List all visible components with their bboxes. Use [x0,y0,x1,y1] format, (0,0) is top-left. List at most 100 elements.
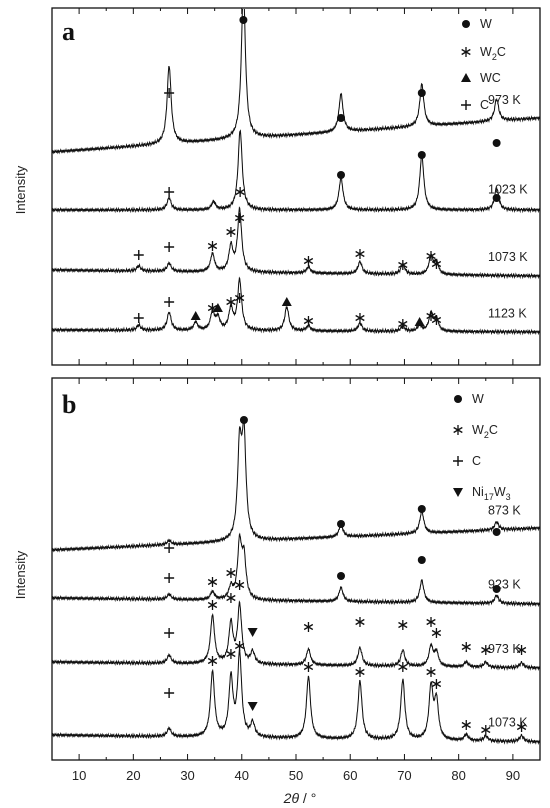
peak-star-marker [461,720,471,730]
legend-label: W2C [472,423,498,440]
peak-circle-marker [337,171,346,179]
peak-star-marker [207,241,218,251]
x-tick-label: 60 [343,768,357,783]
peak-star-marker [426,617,436,627]
x-tick-label: 20 [126,768,140,783]
peak-star-marker [303,622,314,632]
peak-star-marker [355,617,365,627]
peak-star-marker [431,259,442,269]
peak-star-marker [234,580,245,590]
peak-triangle-marker [414,317,425,326]
series-temperature-label: 1123 K [488,306,527,320]
peak-star-marker [226,593,236,603]
peak-star-marker [426,311,436,321]
legend-label: W [480,17,492,31]
peak-star-marker [481,645,491,655]
peak-star-marker [398,662,408,672]
peak-plus-marker [164,543,175,553]
peak-star-marker [398,260,408,270]
peak-plus-marker [164,688,175,698]
peak-star-marker [355,313,365,323]
peak-plus-marker [164,242,175,252]
plot-frame [51,7,541,366]
x-tick-label: 90 [506,768,520,783]
peak-star-marker [398,620,408,630]
peak-triangle-down-marker [247,702,258,711]
panel-letter: a [62,17,75,46]
series-temperature-label: 1023 K [488,183,528,197]
xrd-pattern-1023-k [52,129,540,214]
peak-circle-marker [417,505,426,513]
peak-triangle-marker [212,303,223,312]
peak-circle-marker [417,151,426,159]
peak-star-marker [207,656,218,666]
peak-star-marker [426,667,436,677]
peak-star-marker [226,568,236,578]
peak-circle-marker [492,139,501,147]
x-tick-label: 40 [235,768,249,783]
peak-star-marker [234,641,245,651]
peak-star-marker [398,319,408,329]
peak-star-marker [426,251,436,261]
peak-star-marker [461,642,471,652]
peak-plus-marker [164,628,175,638]
peak-circle-marker [337,572,346,580]
peak-triangle-marker [281,297,292,306]
peak-plus-marker [133,250,144,260]
peak-circle-marker [417,556,426,564]
series-temperature-label: 1073 K [488,716,528,730]
peak-circle-marker [337,114,346,122]
peak-star-marker [431,628,442,638]
peak-star-marker [303,256,314,266]
peak-star-marker [234,293,245,303]
peak-plus-marker [133,313,144,323]
peak-star-marker [235,187,245,197]
peak-circle-marker [492,528,501,536]
legend-label: Ni17W3 [472,485,511,502]
xrd-pattern-1123-k [52,276,540,336]
peak-triangle-down-marker [247,628,258,637]
plot-frame [51,377,541,761]
peak-plus-marker [164,187,175,197]
x-tick-label: 10 [72,768,86,783]
legend-label: W [472,392,484,406]
legend-star-icon [453,425,463,435]
x-axis-label: 2θ / ° [283,790,317,806]
x-tick-label: 30 [180,768,194,783]
peak-star-marker [207,600,218,610]
x-tick-label: 70 [397,768,411,783]
series-temperature-label: 973 K [488,93,521,107]
peak-circle-marker [492,585,501,593]
y-axis-label: Intensity [13,165,28,214]
xrd-pattern-923-k [52,532,540,608]
peak-star-marker [355,667,365,677]
peak-circle-marker [239,16,248,24]
panel-letter: b [62,390,76,419]
legend-circle-icon [454,395,462,403]
xrd-pattern-1073-k [52,206,540,280]
legend-label: C [472,454,481,468]
peak-plus-marker [164,297,175,307]
peak-star-marker [226,649,236,659]
legend-circle-icon [462,20,470,28]
series-temperature-label: 1073 K [488,250,528,264]
peak-star-marker [431,315,442,325]
peak-star-marker [516,645,527,655]
y-axis-label: Intensity [13,550,28,599]
peak-star-marker [303,662,314,672]
legend-triangle-up-icon [461,73,471,82]
peak-plus-marker [164,88,175,98]
xrd-pattern-973-k [52,600,540,672]
legend-plus-icon [461,100,471,110]
peak-star-marker [207,577,218,587]
series-temperature-label: 973 K [488,642,521,656]
legend-star-icon [461,47,471,57]
peak-star-marker [303,316,314,326]
x-tick-label: 80 [451,768,465,783]
x-tick-label: 50 [289,768,303,783]
peak-circle-marker [239,416,248,424]
peak-star-marker [226,227,236,237]
